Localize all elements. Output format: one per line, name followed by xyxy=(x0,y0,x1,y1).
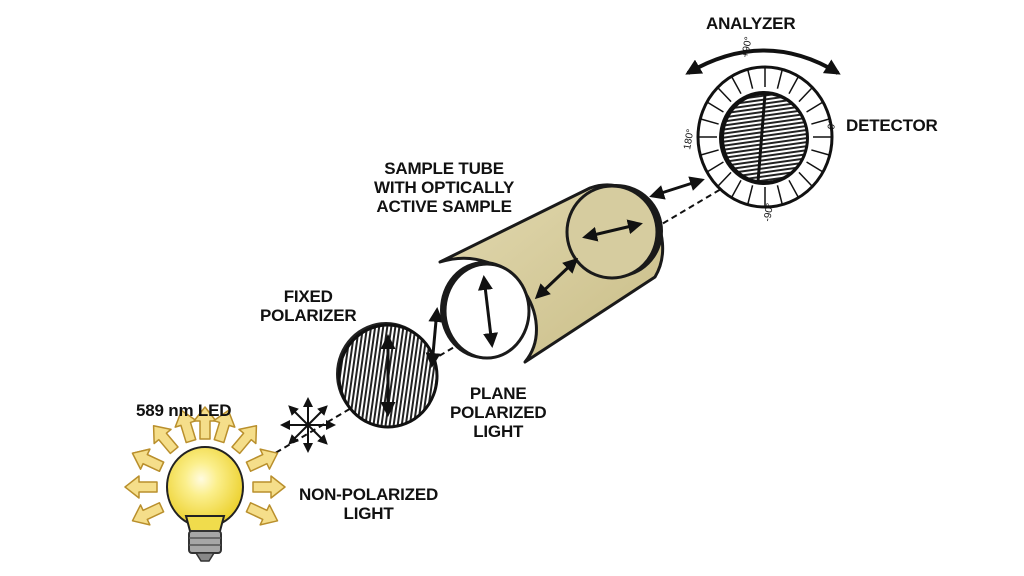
dial-tick xyxy=(701,118,719,125)
dial-tick xyxy=(731,76,742,95)
label-fixed-polarizer: FIXED POLARIZER xyxy=(260,287,357,325)
plane-polarized-arrow xyxy=(425,307,444,368)
label-led: 589 nm LED xyxy=(136,401,232,420)
light-ray-arrow xyxy=(213,409,236,444)
light-ray-arrow xyxy=(152,424,179,455)
dial-tick xyxy=(776,185,783,204)
label-plane-polarized-line2: POLARIZED xyxy=(450,403,547,422)
label-analyzer: ANALYZER xyxy=(706,14,796,33)
dial-tick xyxy=(701,149,719,156)
dial-tick xyxy=(707,161,724,173)
label-plane-polarized-light: PLANE POLARIZED LIGHT xyxy=(450,384,547,441)
tube-to-analyzer-arrow xyxy=(649,176,705,200)
dial-tick xyxy=(731,179,742,198)
light-ray-arrow xyxy=(231,424,258,455)
dial-tick xyxy=(811,149,829,156)
dial-label-zero: 0° xyxy=(826,119,838,130)
dial-tick xyxy=(806,101,823,113)
label-sample-tube-line3: ACTIVE SAMPLE xyxy=(376,197,512,216)
label-non-polarized-line1: NON-POLARIZED xyxy=(299,485,439,504)
sample-tube xyxy=(438,183,665,364)
dial-tick xyxy=(811,118,829,125)
light-ray-arrow xyxy=(245,448,279,472)
label-non-polarized-light: NON-POLARIZED LIGHT xyxy=(299,485,438,523)
label-detector: DETECTOR xyxy=(846,116,938,135)
label-fixed-polarizer-line2: POLARIZER xyxy=(260,306,357,325)
label-sample-tube: SAMPLE TUBE WITH OPTICALLY ACTIVE SAMPLE xyxy=(374,159,514,216)
light-ray-arrow xyxy=(131,448,165,472)
dial-tick xyxy=(798,87,813,103)
dial-tick xyxy=(798,171,813,187)
dial-tick xyxy=(806,161,823,173)
light-ray-arrow xyxy=(124,475,158,499)
analyzer-dial: +90° 0° -90° 180° xyxy=(682,36,838,223)
dial-label-180: 180° xyxy=(682,128,696,150)
dial-tick xyxy=(707,101,724,113)
dial-tick xyxy=(747,185,754,204)
dial-tick xyxy=(717,87,732,103)
non-polarized-light-arrows xyxy=(280,397,336,453)
light-ray-arrow xyxy=(131,502,165,526)
label-sample-tube-line1: SAMPLE TUBE xyxy=(384,159,504,178)
light-ray-arrow xyxy=(174,409,197,444)
label-sample-tube-line2: WITH OPTICALLY xyxy=(374,178,515,197)
bulb-base-screw xyxy=(188,530,222,554)
dial-tick xyxy=(788,179,799,198)
light-ray-arrow xyxy=(252,475,286,499)
dial-tick xyxy=(717,171,732,187)
label-plane-polarized-line3: LIGHT xyxy=(473,422,524,441)
label-non-polarized-line2: LIGHT xyxy=(343,504,394,523)
label-fixed-polarizer-line1: FIXED xyxy=(283,287,333,306)
dial-label-plus90: +90° xyxy=(740,36,754,59)
non-polarized-arrow xyxy=(288,405,328,445)
dial-label-minus90: -90° xyxy=(762,202,776,222)
label-plane-polarized-line1: PLANE xyxy=(469,384,527,403)
dial-tick xyxy=(788,76,799,95)
light-ray-arrow xyxy=(245,502,279,526)
led-bulb-icon xyxy=(124,406,286,562)
analyzer-rotation-arrow xyxy=(685,48,841,75)
fixed-polarizer-disc xyxy=(336,322,439,429)
light-ray-arrow xyxy=(193,406,217,440)
